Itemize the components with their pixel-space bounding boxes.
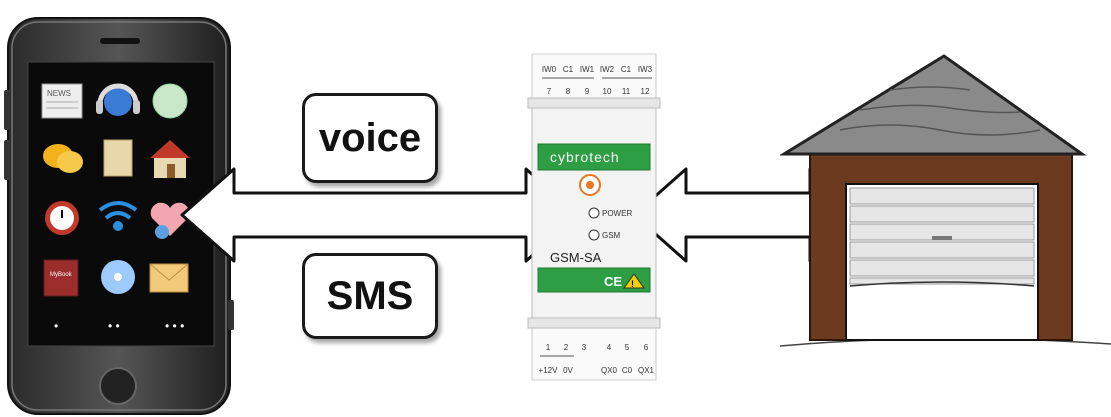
bottom-number-0: 1 — [546, 343, 551, 352]
top-label-0: IW0 — [542, 65, 557, 74]
bottom-label-1: 0V — [563, 366, 573, 375]
wifi-icon — [98, 201, 138, 231]
garage-door — [849, 187, 1035, 285]
smartphone: NEWS MyBook • • • • • • — [4, 17, 234, 415]
stopwatch-icon — [45, 201, 79, 235]
voice-text: voice — [318, 115, 422, 160]
top-label-5: IW3 — [638, 65, 653, 74]
door-handle — [932, 236, 952, 240]
news-label: NEWS — [47, 89, 71, 98]
top-number-5: 12 — [641, 87, 650, 96]
model-label: GSM-SA — [550, 250, 602, 265]
bottom-label-0: +12V — [539, 366, 559, 375]
page-dot-1: • — [54, 319, 58, 333]
chat-bubbles-icon — [43, 144, 83, 173]
top-label-3: IW2 — [600, 65, 615, 74]
gsm-led-icon — [588, 229, 600, 241]
svg-text:!: ! — [631, 279, 634, 289]
notebook-label: MyBook — [50, 272, 73, 278]
disc-icon — [101, 260, 135, 294]
page-dot-3: • • • — [165, 319, 184, 333]
bottom-label-4: QX1 — [638, 366, 655, 375]
headphones-globe-icon — [96, 83, 140, 116]
warning-icon — [623, 273, 645, 289]
sms-text: SMS — [326, 273, 414, 318]
top-label-4: C1 — [621, 65, 632, 74]
bottom-label-2: QX0 — [601, 366, 618, 375]
garage-roof — [780, 54, 1087, 156]
notebook-icon: MyBook — [43, 259, 79, 297]
bottom-number-1: 2 — [564, 343, 569, 352]
orb-icon — [152, 83, 188, 119]
news-icon: NEWS — [41, 83, 83, 119]
home-button — [99, 367, 137, 405]
top-label-1: C1 — [563, 65, 574, 74]
brand-strip — [537, 143, 651, 171]
top-number-1: 8 — [566, 87, 571, 96]
bottom-number-4: 5 — [625, 343, 630, 352]
brand-label: cybrotech — [550, 149, 620, 165]
top-number-3: 10 — [603, 87, 612, 96]
home-icon — [150, 140, 190, 178]
voice-label-bubble: voice — [302, 93, 438, 183]
bottom-number-5: 6 — [644, 343, 649, 352]
gsm-module: IW0 C1 IW1 IW2 C1 IW3 7 8 9 10 11 12 cyb… — [527, 53, 661, 381]
power-led-label: POWER — [602, 209, 632, 218]
page-dot-2: • • — [108, 319, 120, 333]
gsm-led-label: GSM — [602, 231, 621, 240]
power-led-icon — [588, 207, 600, 219]
bottom-number-2: 3 — [582, 343, 587, 352]
top-label-2: IW1 — [580, 65, 595, 74]
mail-icon — [149, 263, 189, 293]
bottom-label-3: C0 — [622, 366, 633, 375]
ce-mark: CE — [604, 274, 622, 289]
health-heart-icon — [150, 202, 190, 239]
top-number-0: 7 — [547, 87, 552, 96]
top-number-2: 9 — [585, 87, 590, 96]
top-number-4: 11 — [622, 87, 631, 96]
folder-icon — [103, 139, 133, 177]
sms-label-bubble: SMS — [302, 253, 438, 339]
bottom-number-3: 4 — [607, 343, 612, 352]
garage-illustration — [780, 54, 1111, 347]
